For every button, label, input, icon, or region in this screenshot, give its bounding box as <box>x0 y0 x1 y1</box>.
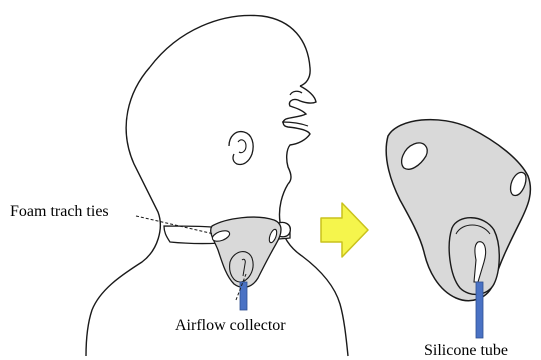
face-profile <box>283 86 316 184</box>
neck-front <box>279 184 348 356</box>
enlarged-inner-oval <box>449 218 499 295</box>
mouth <box>282 122 308 126</box>
foam-trach-ties-label: Foam trach ties <box>10 204 109 220</box>
arrow-icon <box>321 203 368 257</box>
silicone-tube-label: Silicone tube <box>424 343 508 359</box>
collector-tube <box>240 282 247 310</box>
airflow-collector-label: Airflow collector <box>175 318 286 334</box>
head-outline <box>150 15 310 86</box>
silicone-tube <box>476 282 483 338</box>
ear-inner <box>238 140 246 153</box>
nostril <box>290 91 302 95</box>
ear <box>229 132 253 165</box>
